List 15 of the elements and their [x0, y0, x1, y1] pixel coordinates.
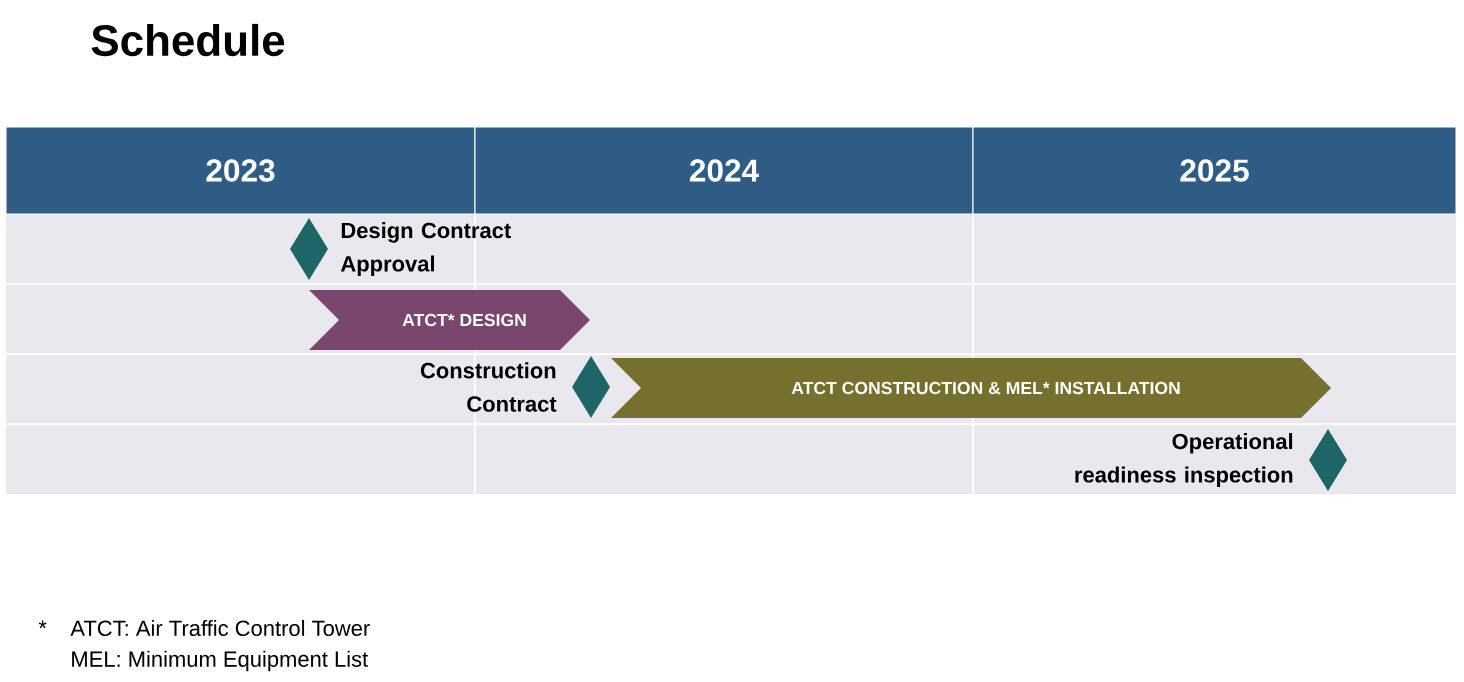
year-header: 2024: [474, 126, 974, 215]
year-header: 2025: [972, 126, 1457, 215]
milestone-diamond: [290, 218, 328, 280]
footnote: MEL: Minimum Equipment List: [72, 650, 369, 672]
chevron-bar: ATCT CONSTRUCTION & MEL* INSTALLATION: [611, 358, 1331, 418]
title: Schedule: [91, 23, 285, 57]
year-header: 2023: [5, 126, 476, 215]
milestone-diamond: [572, 356, 610, 418]
milestone-label: Construction Contract: [420, 362, 557, 412]
milestone-diamond: [1309, 429, 1347, 491]
milestone-label: Operational readiness inspection: [1075, 433, 1293, 487]
chevron-bar: ATCT* DESIGN: [309, 290, 590, 350]
footnote-mark: *: [38, 620, 47, 629]
footnote: ATCT: Air Traffic Control Tower: [70, 619, 370, 637]
milestone-label: Design Contract Approval: [340, 222, 511, 276]
